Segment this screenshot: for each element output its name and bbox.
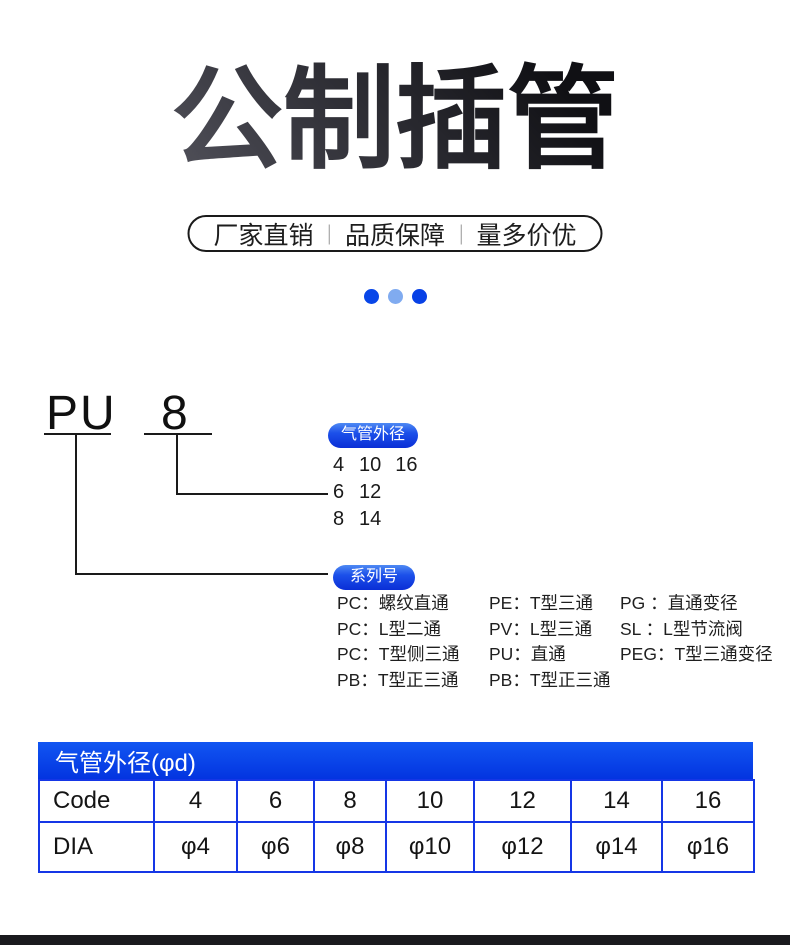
series-item: PE：T型三通 [489, 593, 594, 613]
code-cell: 14 [570, 779, 663, 823]
outer-diameter-options: 4 10 16 6 12 8 14 [333, 452, 418, 533]
code-cell: 12 [473, 779, 572, 823]
spec-table-section: 气管外径(φd) Code 4 6 8 10 12 14 16 DIA φ4 φ… [38, 742, 755, 873]
series-item [620, 668, 773, 694]
series-item: SL ：L型节流阀 [620, 618, 743, 639]
model-code-size: 8 [161, 387, 188, 440]
dia-cell: φ8 [313, 821, 387, 873]
leader-line-prefix-vertical [75, 433, 77, 575]
dia-cell: φ4 [153, 821, 238, 873]
od-value: 10 [359, 454, 382, 476]
dia-cell: φ6 [236, 821, 315, 873]
code-cell: 8 [313, 779, 387, 823]
leader-line-prefix-horizontal [75, 573, 328, 575]
table-row-dia: DIA φ4 φ6 φ8 φ10 φ12 φ14 φ16 [38, 821, 755, 873]
od-value: 16 [395, 454, 418, 476]
underline-prefix [44, 433, 111, 435]
od-value: 4 [333, 454, 345, 476]
tagline-item: 厂家直销 [213, 221, 314, 250]
model-code-prefix: PU [46, 387, 117, 440]
series-item: PG ：直通变径 [620, 593, 738, 613]
od-value: 6 [333, 481, 345, 503]
leader-line-size-vertical [176, 433, 178, 495]
od-row: 6 12 [333, 479, 418, 506]
outer-diameter-badge: 气管外径 [328, 423, 419, 448]
dia-cell: φ14 [570, 821, 663, 873]
tagline-separator: | [459, 221, 463, 245]
spec-table-title: 气管外径(φd) [38, 742, 753, 779]
leader-line-size-horizontal [176, 493, 328, 495]
series-item: PB：T型正三通 [489, 669, 611, 690]
tagline-item: 量多价优 [476, 221, 577, 250]
dot-icon [363, 289, 379, 304]
spec-table: Code 4 6 8 10 12 14 16 DIA φ4 φ6 φ8 φ10 … [38, 779, 755, 873]
tagline-separator: | [327, 221, 331, 245]
series-item: PC：螺纹直通 [337, 593, 449, 613]
series-number-badge: 系列号 [333, 565, 416, 590]
underline-size [144, 433, 212, 435]
od-value: 8 [333, 508, 345, 530]
dot-divider [0, 289, 790, 304]
dia-cell: φ10 [385, 821, 475, 873]
od-value: 14 [359, 508, 382, 530]
series-item: PU：直通 [489, 644, 566, 664]
table-row-code: Code 4 6 8 10 12 14 16 [38, 779, 755, 823]
series-item: PB：T型正三通 [337, 669, 459, 690]
dia-cell: φ16 [661, 821, 755, 873]
series-list: PC：螺纹直通 PE：T型三通 PG ：直通变径 PC：L型二通 PV：L型三通… [337, 591, 773, 693]
row-label: Code [38, 779, 155, 823]
model-code-diagram: PU 8 气管外径 4 10 16 6 12 8 14 系列号 PC [44, 387, 773, 693]
code-cell: 4 [153, 779, 238, 823]
code-cell: 16 [661, 779, 755, 823]
od-value: 12 [359, 481, 382, 503]
series-item: PV：L型三通 [489, 618, 593, 639]
od-row: 8 14 [333, 506, 418, 533]
dot-icon [411, 289, 427, 304]
series-item: PC：L型二通 [337, 618, 442, 639]
dia-cell: φ12 [473, 821, 572, 873]
tagline-pill: 厂家直销 | 品质保障 | 量多价优 [187, 215, 603, 252]
bottom-divider-bar [0, 935, 790, 945]
code-cell: 10 [385, 779, 475, 823]
code-cell: 6 [236, 779, 315, 823]
dot-icon [387, 289, 403, 304]
series-item: PEG：T型三通变径 [620, 644, 773, 664]
row-label: DIA [38, 821, 155, 873]
tagline-item: 品质保障 [344, 221, 446, 250]
page-title: 公制插管 [0, 58, 790, 181]
series-item: PC：T型侧三通 [337, 644, 460, 664]
od-row: 4 10 16 [333, 452, 418, 479]
